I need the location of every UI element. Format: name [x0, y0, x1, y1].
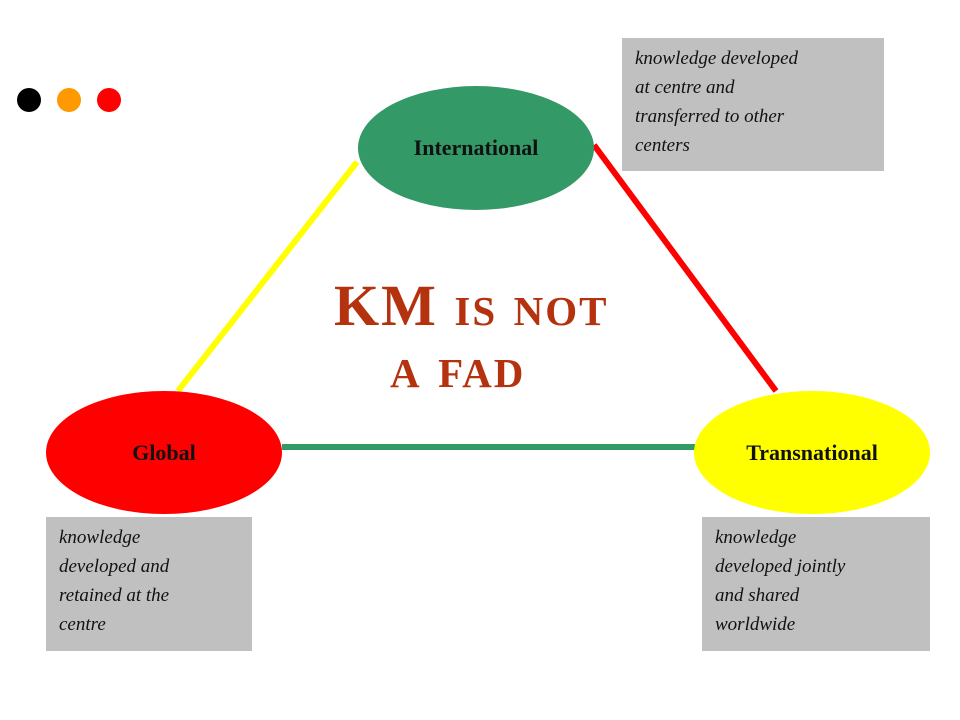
note-international: knowledge developed at centre and transf…: [622, 38, 884, 171]
note-transnational-line: worldwide: [715, 614, 796, 635]
note-global-line: retained at the: [59, 585, 170, 606]
note-transnational-line: developed jointly: [715, 556, 846, 577]
bullet-dot-red: [97, 88, 121, 112]
bullet-dot-orange: [57, 88, 81, 112]
note-international-line: centers: [635, 135, 690, 156]
node-transnational-label: Transnational: [746, 439, 878, 465]
bullet-dot-black: [17, 88, 41, 112]
note-international-line: knowledge developed: [635, 48, 799, 69]
note-global-line: centre: [59, 614, 106, 635]
node-international-label: International: [413, 135, 539, 160]
note-transnational: knowledge developed jointly and shared w…: [702, 517, 930, 651]
note-global-line: knowledge: [59, 527, 141, 548]
edge-international-transnational: [591, 143, 779, 393]
note-transnational-line: knowledge: [715, 527, 797, 548]
slide-title-line-1: KM is not: [334, 273, 609, 338]
node-global: Global: [46, 391, 282, 514]
node-transnational: Transnational: [694, 391, 930, 514]
note-global: knowledge developed and retained at the …: [46, 517, 252, 651]
note-global-line: developed and: [59, 556, 170, 577]
slide-title-line-2: a fad: [390, 335, 526, 400]
note-transnational-line: and shared: [715, 585, 800, 606]
node-global-label: Global: [132, 439, 196, 465]
note-international-line: at centre and: [635, 77, 735, 98]
edge-international-global: [175, 160, 360, 393]
node-international: International: [358, 86, 594, 210]
note-international-line: transferred to other: [635, 106, 785, 127]
slide-title: KM is not a fad: [334, 275, 608, 399]
